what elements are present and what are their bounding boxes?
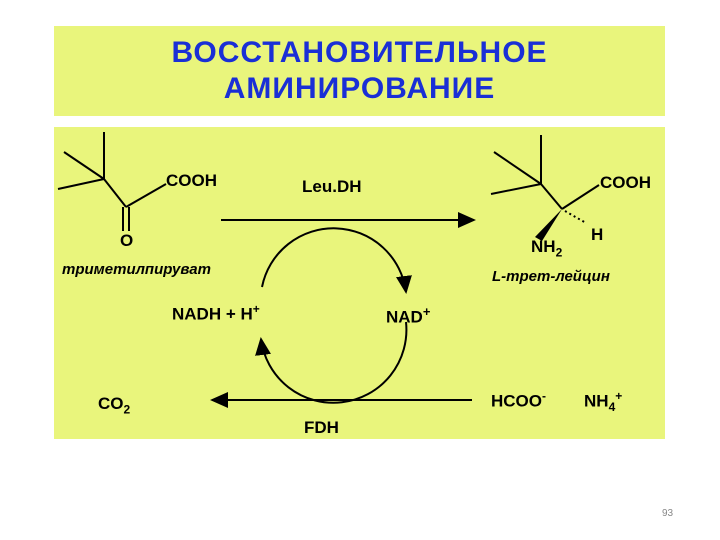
- product-amine-label: NH2: [531, 237, 563, 260]
- substrate-name: триметилпируват: [62, 261, 211, 278]
- ammonium-label: NH4+: [584, 389, 623, 415]
- page-number: 93: [662, 508, 674, 519]
- reaction-diagram: COOH O триметилпируват Leu.DH COOH H NH2…: [54, 127, 665, 439]
- substrate-oxygen-label: O: [120, 231, 134, 250]
- enzyme-leudh-label: Leu.DH: [302, 177, 362, 196]
- product-name: L-трет-лейцин: [492, 268, 610, 285]
- substrate-structure: [57, 132, 167, 231]
- cofactor-cycle-lower: [255, 321, 408, 404]
- title-line-1: ВОССТАНОВИТЕЛЬНОЕ: [171, 36, 548, 69]
- nadh-label: NADH + H+: [172, 302, 260, 324]
- nad-label: NAD+: [386, 304, 431, 327]
- product-cooh-label: COOH: [600, 173, 651, 192]
- co2-label: CO2: [98, 394, 131, 417]
- title-panel: ВОССТАНОВИТЕЛЬНОЕ АМИНИРОВАНИЕ: [54, 26, 665, 116]
- substrate-cooh-label: COOH: [166, 171, 217, 190]
- product-structure: [490, 135, 600, 224]
- title-line-2: АМИНИРОВАНИЕ: [223, 72, 496, 105]
- product-hydrogen-label: H: [591, 225, 604, 244]
- cofactor-cycle-upper: [261, 227, 412, 294]
- wedge-bond: [535, 209, 562, 241]
- enzyme-fdh-label: FDH: [304, 418, 339, 437]
- reaction-scheme-graphic: [57, 132, 600, 408]
- formate-label: HCOO-: [491, 389, 546, 411]
